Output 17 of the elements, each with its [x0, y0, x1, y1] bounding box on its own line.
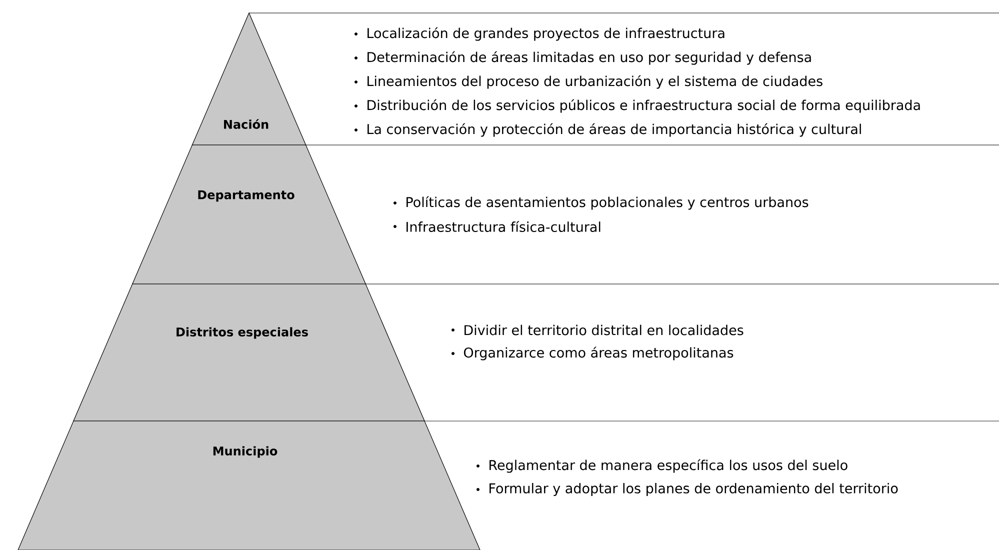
- bullet-item: Políticas de asentamientos poblacionales y centros urbanos: [406, 196, 808, 210]
- bullet-item: La conservación y protección de áreas de importancia histórica y cultural: [368, 123, 861, 137]
- bullet-item: Determinación de áreas limitadas en uso por seguridad y defensa: [368, 51, 811, 65]
- bullet-item: Lineamientos del proceso de urbanización y el sistema de ciudades: [368, 75, 822, 89]
- bullet-item: Localización de grandes proyectos de infraestructura: [368, 27, 724, 41]
- pyramid-band: [18, 420, 898, 550]
- bullet-item: Organizarce como áreas metropolitanas: [464, 346, 734, 360]
- bullet-item: Formular y adoptar los planes de ordenamiento del territorio: [490, 482, 898, 496]
- level-label: Distritos especiales: [176, 327, 308, 339]
- pyramid-band: [73, 284, 744, 422]
- level-label: Nación: [224, 119, 268, 129]
- bullet-item: Dividir el territorio distrital en localidades: [464, 324, 744, 336]
- bullet-item: Infraestructura física-cultural: [406, 221, 600, 232]
- bullet-item: Distribución de los servicios públicos e infraestructura social de forma equilibrada: [368, 99, 920, 113]
- level-label: Departamento: [198, 190, 294, 202]
- bullet-item: Reglamentar de manera específica los usos del suelo: [490, 459, 848, 473]
- level-label: Municipio: [213, 446, 278, 458]
